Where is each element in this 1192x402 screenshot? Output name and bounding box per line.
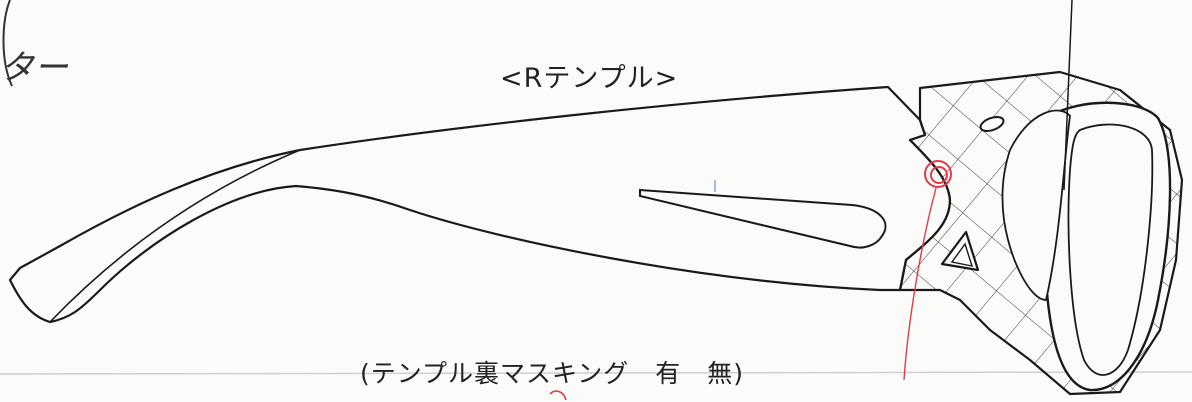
hinge-marker-inner: [930, 166, 948, 184]
frame-vent-hole-top: [979, 116, 1005, 132]
guide-line-vertical: [1063, 0, 1073, 191]
masking-note: (テンプル裏マスキング 有 無): [360, 359, 745, 388]
frame-vent-hole-triangle-inner: [950, 242, 974, 267]
temple-arm-outline: [8, 85, 952, 324]
sheet-rule-line: [0, 371, 1192, 375]
drawing-title: <Rテンプル>: [500, 63, 679, 94]
temple-slot-cutout: [639, 188, 887, 249]
hinge-marker-outer: [924, 160, 952, 188]
hinge-marker-leader: [903, 187, 937, 381]
lens-inner-rim: [1067, 123, 1154, 376]
handwritten-note: ター: [0, 48, 68, 88]
red-mark-small: [549, 390, 567, 401]
frame-side-bulge: [1001, 109, 1071, 301]
temple-tip-inner-line: [49, 149, 301, 323]
handwritten-bracket: [2, 0, 13, 87]
